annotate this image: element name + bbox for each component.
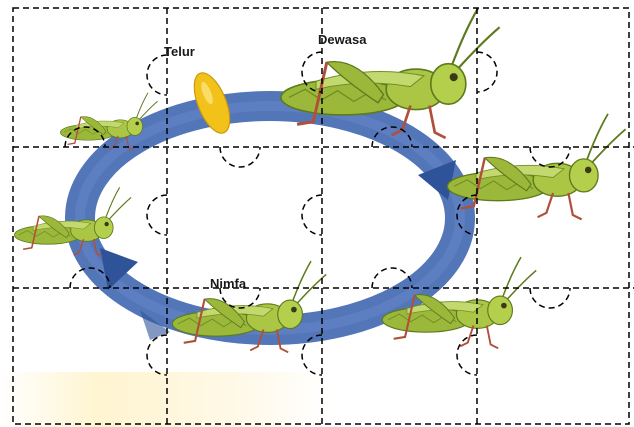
label-adult: Dewasa — [318, 32, 367, 47]
label-egg: Telur — [164, 44, 195, 59]
puzzle-piece-outline — [12, 7, 634, 427]
label-nymph: Nimfa — [210, 276, 247, 291]
watermark-band — [0, 372, 330, 427]
egg-icon — [193, 72, 231, 134]
grasshopper-icon — [446, 112, 627, 221]
